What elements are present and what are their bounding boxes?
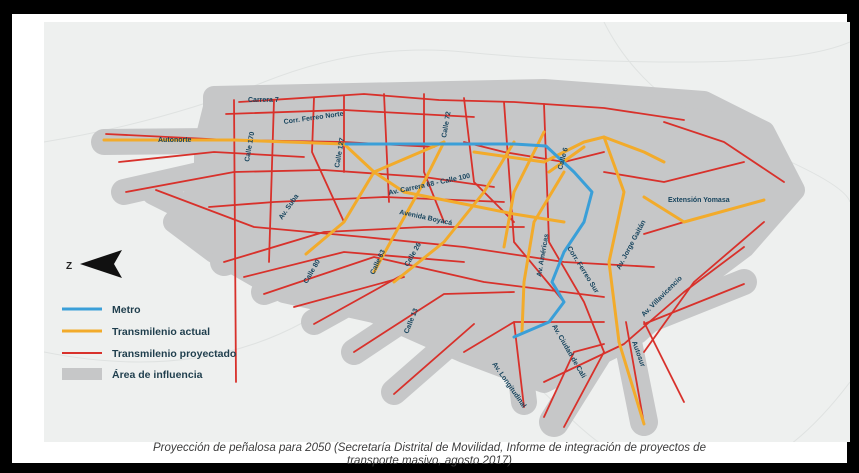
caption-line-2: transporte masivo, agosto 2017) xyxy=(347,455,512,467)
label-calle-72: Calle 72 xyxy=(441,111,453,138)
caption-line-1: Proyección de peñalosa para 2050 (Secret… xyxy=(153,442,706,454)
compass-label: Z xyxy=(66,261,72,272)
legend-label-transmilenio-actual: Transmilenio actual xyxy=(112,326,210,338)
label-autonorte: Autonorte xyxy=(158,137,192,144)
figure: Carrera 7 Autonorte Corr. Ferreo Norte C… xyxy=(12,14,850,467)
label-extension-yomasa: Extensión Yomasa xyxy=(668,197,730,204)
compass-arrow-icon xyxy=(80,250,122,278)
legend-label-area-influencia: Área de influencia xyxy=(112,368,203,381)
figure-caption: Proyección de peñalosa para 2050 (Secret… xyxy=(12,442,847,468)
legend: Metro Transmilenio actual Transmilenio p… xyxy=(62,304,236,381)
transmilenio-proyectado-network xyxy=(105,93,785,428)
transmilenio-actual-network xyxy=(102,130,766,426)
transport-map: Carrera 7 Autonorte Corr. Ferreo Norte C… xyxy=(44,22,850,442)
compass: Z xyxy=(66,250,122,278)
legend-swatch-area-influencia xyxy=(62,368,102,380)
legend-label-transmilenio-proyectado: Transmilenio proyectado xyxy=(112,348,236,360)
label-carrera-7: Carrera 7 xyxy=(248,97,279,104)
map-canvas: Carrera 7 Autonorte Corr. Ferreo Norte C… xyxy=(44,22,850,442)
metro-line xyxy=(344,142,594,339)
legend-label-metro: Metro xyxy=(112,304,141,316)
